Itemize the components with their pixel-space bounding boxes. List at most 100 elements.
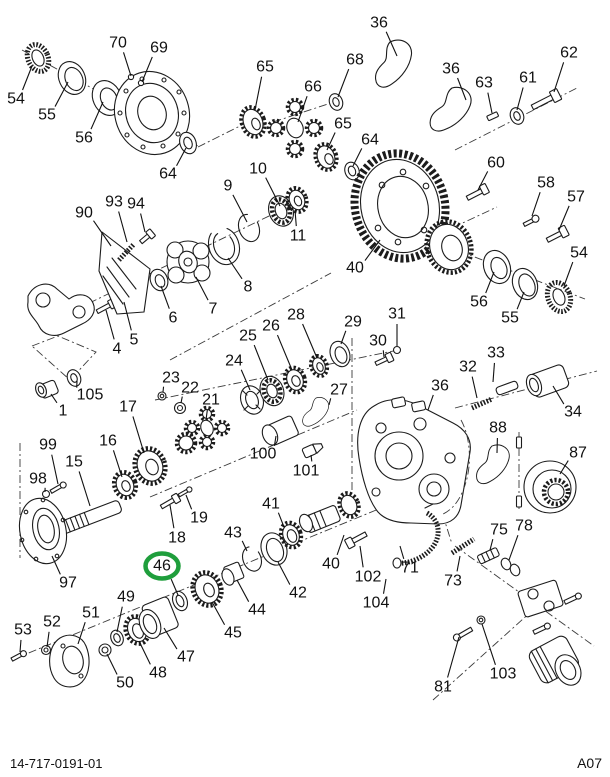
part-label-16: 16 (99, 433, 123, 478)
leader-line (50, 393, 58, 404)
part-label-93: 93 (105, 194, 128, 243)
leader-line (487, 92, 493, 114)
part-number: 9 (224, 178, 233, 195)
part-label-31: 31 (388, 306, 406, 346)
leader-line (132, 416, 145, 454)
leader-line (558, 205, 570, 231)
part-number: 15 (65, 454, 83, 471)
part-number: 87 (569, 445, 587, 462)
leader-line (78, 471, 91, 507)
part-label-69: 69 (141, 40, 168, 83)
part-label-54: 54 (563, 245, 588, 287)
part-label-65: 65 (326, 116, 352, 151)
part-label-24: 24 (225, 353, 251, 391)
part-number: 99 (39, 437, 57, 454)
part-number: 97 (59, 575, 77, 592)
part-number: 78 (515, 518, 533, 535)
part-number: 6 (169, 310, 178, 327)
part-number: 46 (153, 558, 171, 575)
part-number: 105 (77, 387, 104, 404)
leader-line (456, 555, 461, 572)
leader-line (563, 261, 574, 287)
part-number: 24 (225, 353, 243, 370)
leader-line (489, 538, 494, 551)
part-label-87: 87 (559, 445, 587, 475)
part-label-18: 18 (168, 504, 186, 547)
part-number: 36 (431, 378, 449, 395)
leader-line (205, 409, 208, 421)
drawing-top-right-fasteners (465, 88, 570, 243)
part-number: 36 (370, 15, 388, 32)
part-number: 65 (256, 59, 274, 76)
leader-line (385, 31, 398, 57)
part-label-78: 78 (508, 518, 533, 561)
part-number: 23 (162, 370, 180, 387)
part-label-94: 94 (127, 196, 146, 233)
part-number: 16 (99, 433, 117, 450)
leader-line (90, 101, 104, 130)
part-number: 101 (293, 463, 320, 480)
leader-line (227, 257, 243, 280)
part-number: 45 (224, 625, 242, 642)
part-number: 55 (501, 310, 519, 327)
part-number: 51 (82, 605, 100, 622)
part-number: 56 (470, 294, 488, 311)
part-number: 47 (177, 649, 195, 666)
part-label-60: 60 (477, 155, 505, 191)
part-number: 103 (490, 666, 517, 683)
part-number: 22 (181, 380, 199, 397)
part-label-56: 56 (470, 271, 495, 311)
part-label-90: 90 (75, 205, 112, 247)
leader-line (516, 291, 525, 310)
leader-line (297, 96, 308, 123)
part-label-23: 23 (162, 370, 180, 393)
leader-line (516, 87, 524, 111)
leader-line (232, 194, 248, 223)
part-label-11: 11 (290, 209, 306, 245)
part-label-36: 36 (370, 15, 398, 57)
part-number: 81 (434, 679, 452, 696)
drawing-oil-pump-group (27, 186, 309, 399)
part-label-17: 17 (119, 399, 145, 454)
part-label-98: 98 (29, 471, 47, 493)
part-label-27: 27 (328, 382, 348, 406)
part-label-64: 64 (159, 147, 187, 183)
leader-line (326, 132, 336, 151)
leader-line (138, 640, 151, 665)
part-number: 64 (361, 132, 379, 149)
leader-line (106, 653, 118, 675)
leader-line (382, 578, 387, 594)
leader-line (485, 271, 495, 294)
part-number: 4 (113, 341, 122, 358)
part-label-54: 54 (7, 65, 33, 108)
part-number: 64 (159, 166, 177, 183)
leader-line (46, 631, 50, 648)
part-label-21: 21 (202, 392, 220, 421)
part-number: 7 (209, 301, 218, 318)
leader-line (328, 398, 332, 406)
part-label-66: 66 (297, 79, 322, 123)
part-label-97: 97 (51, 555, 77, 592)
leader-line (552, 385, 565, 405)
part-label-101: 101 (293, 454, 320, 480)
part-label-55: 55 (38, 81, 69, 124)
part-number: 57 (567, 189, 585, 206)
part-label-56: 56 (75, 101, 104, 147)
part-number: 104 (363, 595, 390, 612)
leader-line (508, 534, 519, 561)
part-number: 10 (249, 161, 267, 178)
leader-line (236, 579, 250, 602)
leader-line (382, 350, 385, 358)
part-label-40: 40 (322, 534, 345, 573)
leader-line (265, 177, 281, 207)
leader-line (359, 545, 364, 568)
part-number: 54 (570, 245, 588, 262)
drawing-output-shaft-group (10, 491, 441, 688)
part-number: 32 (459, 359, 477, 376)
part-number: 8 (244, 279, 253, 296)
part-number: 44 (248, 602, 266, 619)
part-label-6: 6 (160, 285, 178, 327)
part-number: 43 (224, 525, 242, 542)
part-number: 98 (29, 471, 47, 488)
part-label-68: 68 (337, 52, 364, 98)
